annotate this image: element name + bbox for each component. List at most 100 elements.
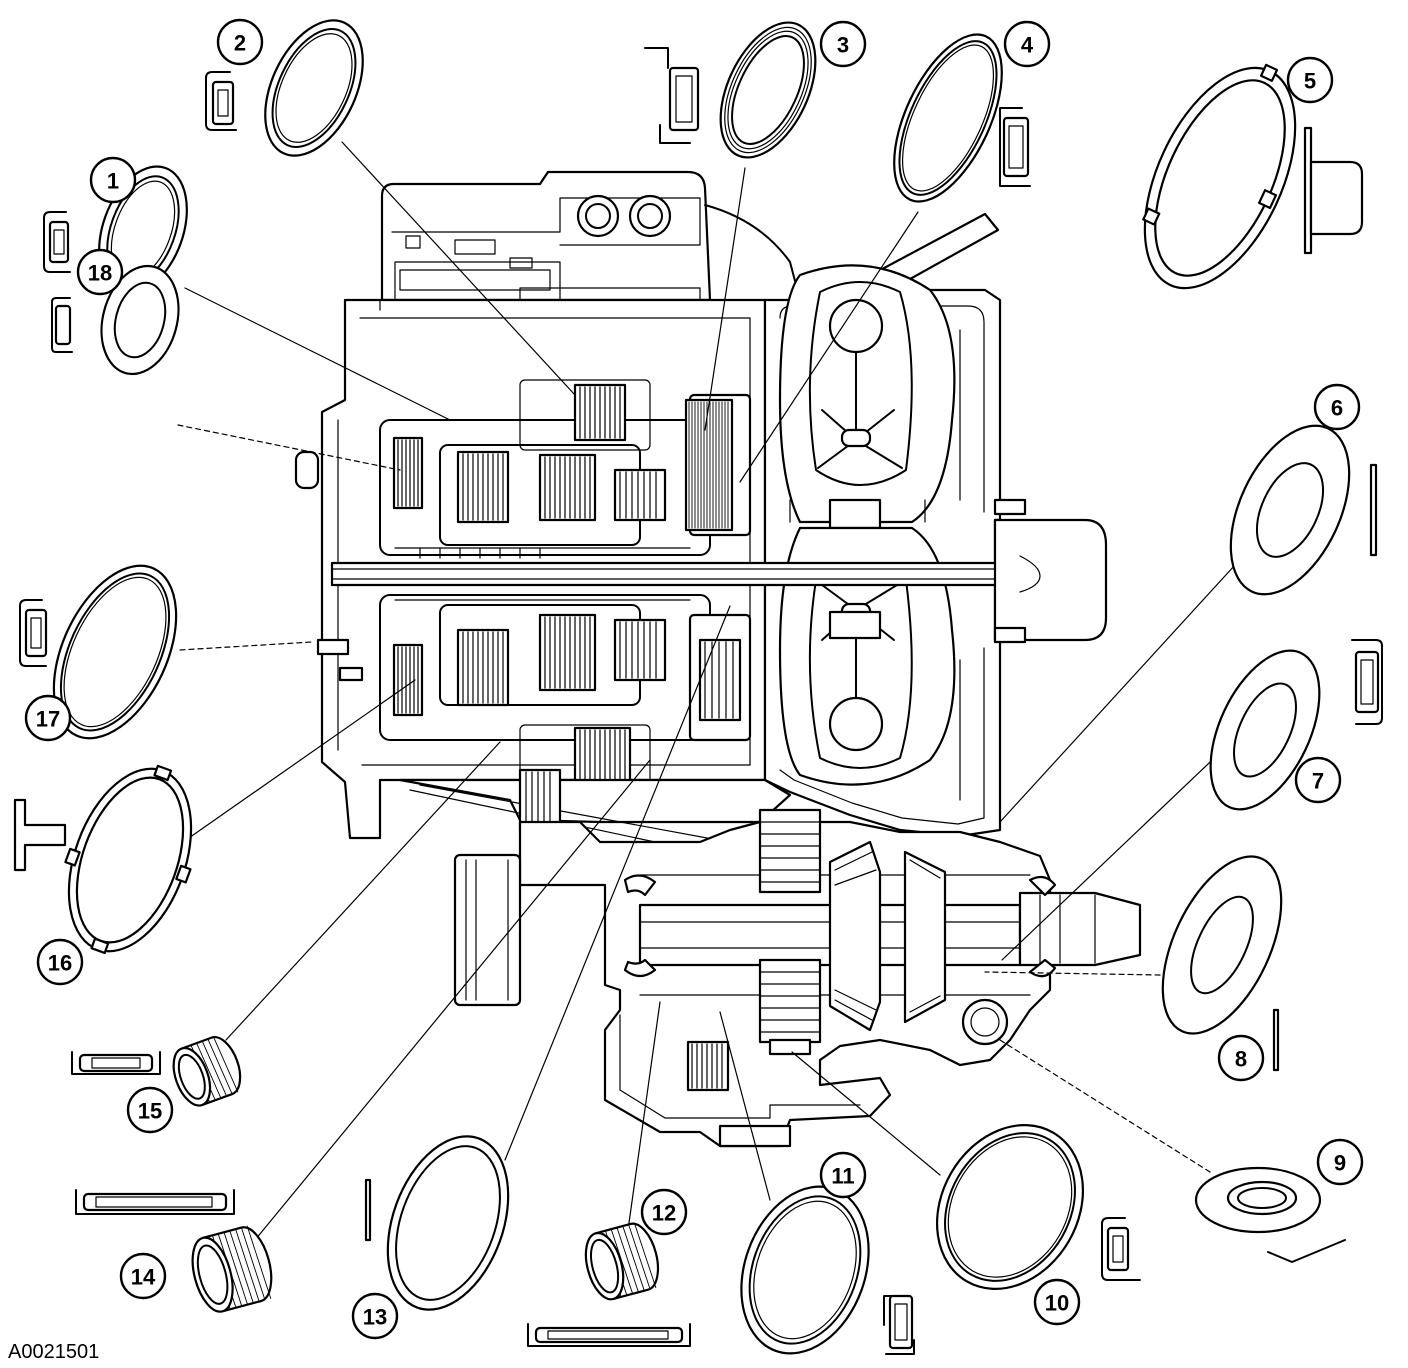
part-13-profile xyxy=(364,1178,372,1242)
callout-label: 7 xyxy=(1312,769,1324,794)
leader-line-12 xyxy=(627,1001,661,1231)
callout-label: 14 xyxy=(131,1265,156,1290)
callout-label: 13 xyxy=(363,1305,387,1330)
part-8-thrust-washer xyxy=(1161,855,1283,1072)
callout-7: 7 xyxy=(1294,756,1342,804)
callout-12: 12 xyxy=(640,1188,688,1236)
callout-10: 10 xyxy=(1033,1278,1081,1326)
callout-label: 1 xyxy=(107,169,119,194)
callout-label: 17 xyxy=(36,707,60,732)
callout-3: 3 xyxy=(819,20,867,68)
leader-lines xyxy=(177,141,1236,1241)
callout-9: 9 xyxy=(1316,1138,1364,1186)
output-tube xyxy=(453,853,522,1007)
reference-code: A0021501 xyxy=(8,1341,99,1363)
part-1-bearing-profile xyxy=(43,211,71,273)
part-15-profile xyxy=(71,1051,161,1075)
leader-line-8 xyxy=(984,971,1161,976)
callouts: 1 2 3 4 5 6 7 8 xyxy=(24,18,1364,1340)
part-9-washer xyxy=(1194,1166,1346,1263)
callout-2: 2 xyxy=(216,18,264,66)
part-7-bearing-profile xyxy=(1351,639,1383,725)
callout-label: 15 xyxy=(138,1099,162,1124)
part-3-bearing-profile xyxy=(644,47,700,144)
leader-line-14 xyxy=(254,759,651,1241)
torque-converter-upper xyxy=(778,264,956,530)
part-11-bearing-profile xyxy=(883,1294,915,1355)
part-18-bearing-profile xyxy=(51,297,73,353)
leader-line-11 xyxy=(719,1011,771,1201)
part-8-profile xyxy=(1272,1008,1280,1072)
callout-14: 14 xyxy=(119,1252,167,1300)
part-11-seal xyxy=(740,1185,915,1355)
callout-18: 18 xyxy=(76,248,124,296)
callout-5: 5 xyxy=(1286,56,1334,104)
part-4-bearing-profile xyxy=(999,107,1031,187)
callout-6: 6 xyxy=(1313,383,1361,431)
part-5-snap-ring xyxy=(1142,63,1364,290)
part-6-thrust-washer xyxy=(1229,424,1378,596)
callout-label: 5 xyxy=(1304,69,1316,94)
callout-label: 10 xyxy=(1045,1291,1069,1316)
part-13-thrust-washer xyxy=(364,1135,510,1311)
leader-line-9 xyxy=(999,1039,1211,1173)
part-17-bearing-profile xyxy=(19,599,48,667)
callout-label: 16 xyxy=(48,951,72,976)
part-4-seal xyxy=(893,33,1031,203)
part-14-needle-bearing xyxy=(75,1189,273,1313)
leader-line-18 xyxy=(177,424,401,471)
part-7-thrust-washer xyxy=(1209,639,1383,811)
part-3-seal xyxy=(644,21,817,159)
callout-8: 8 xyxy=(1217,1034,1265,1082)
callout-15: 15 xyxy=(126,1086,174,1134)
callout-4: 4 xyxy=(1003,20,1051,68)
leader-line-13 xyxy=(504,605,731,1161)
callout-label: 2 xyxy=(234,31,246,56)
part-14-profile xyxy=(75,1189,235,1215)
part-5-profile xyxy=(1303,126,1364,255)
part-16-snap-ring xyxy=(13,764,193,955)
leader-line-1 xyxy=(184,287,451,421)
leader-line-4 xyxy=(739,211,919,483)
part-16-profile xyxy=(13,798,67,872)
leader-line-2 xyxy=(341,141,576,396)
callout-1: 1 xyxy=(89,156,137,204)
valve-body xyxy=(348,170,801,344)
leader-line-7 xyxy=(1001,744,1229,961)
part-18-thrust-washer xyxy=(51,264,180,376)
part-6-profile xyxy=(1369,463,1378,557)
transmission-assembly xyxy=(294,170,1142,1148)
callout-16: 16 xyxy=(36,938,84,986)
callout-17: 17 xyxy=(24,694,72,742)
part-9-pin xyxy=(1267,1239,1346,1263)
clutch-packs xyxy=(392,383,742,785)
part-17-seal xyxy=(19,564,178,740)
callout-label: 4 xyxy=(1021,33,1034,58)
leader-line-6 xyxy=(999,564,1236,823)
callout-11: 11 xyxy=(819,1151,867,1199)
part-10-bearing-profile xyxy=(1101,1217,1141,1281)
leader-line-15 xyxy=(225,741,501,1041)
differential-housing xyxy=(518,808,1142,1148)
part-15-needle-bearing xyxy=(71,1036,242,1107)
torque-converter-lower xyxy=(778,526,956,786)
leader-line-10 xyxy=(791,1051,941,1176)
part-2-seal xyxy=(205,19,364,157)
part-12-profile xyxy=(527,1323,691,1347)
callout-13: 13 xyxy=(351,1292,399,1340)
callout-label: 3 xyxy=(837,33,849,58)
callout-label: 9 xyxy=(1334,1151,1346,1176)
callout-label: 12 xyxy=(652,1201,676,1226)
main-shaft xyxy=(330,498,1108,644)
leader-line-17 xyxy=(179,641,313,651)
leader-line-16 xyxy=(185,679,416,841)
callout-label: 18 xyxy=(88,261,112,286)
part-12-needle-bearing xyxy=(527,1222,691,1347)
part-2-bearing-profile xyxy=(205,71,237,131)
callout-label: 11 xyxy=(831,1164,854,1189)
leader-line-3 xyxy=(704,167,746,431)
part-10-seal xyxy=(935,1124,1141,1290)
callout-label: 8 xyxy=(1235,1047,1247,1072)
callout-label: 6 xyxy=(1331,396,1343,421)
